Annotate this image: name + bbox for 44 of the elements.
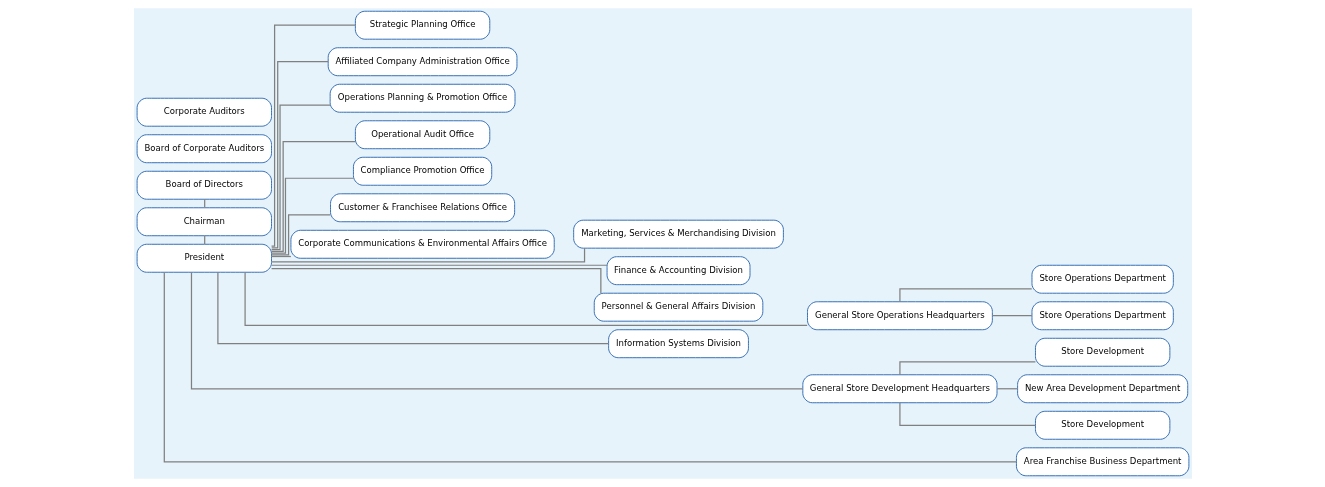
connector [270, 141, 356, 252]
connector [996, 388, 1018, 390]
connector [270, 177, 354, 254]
connector [270, 61, 329, 249]
node-box: Store Operations Department [1031, 301, 1174, 331]
node-box: Corporate Communications & Environmental Affairs Office [289, 229, 555, 259]
connector [898, 361, 1036, 376]
node-box: Marketing, Services & Merchandising Division [572, 219, 784, 249]
connector [203, 198, 205, 209]
node-box: Compliance Promotion Office [352, 156, 492, 186]
node-box: Board of Corporate Auditors [136, 134, 272, 164]
connector [163, 271, 1017, 463]
connector [270, 24, 356, 247]
node-box: Operations Planning & Promotion Office [329, 83, 515, 113]
node-box: Store Development [1034, 410, 1170, 440]
node-box: Affiliated Company Administration Office [327, 47, 517, 77]
node-box: Area Franchise Business Department [1015, 447, 1189, 477]
connector [898, 402, 1036, 426]
node-box: Strategic Planning Office [354, 10, 490, 40]
node-box: New Area Development Department [1016, 374, 1188, 404]
connector [216, 271, 609, 345]
node-box: General Store Development Headquarters [801, 374, 997, 404]
connector [270, 264, 608, 266]
connector [190, 271, 803, 390]
connector [243, 271, 808, 327]
node-box: General Store Operations Headquarters [806, 301, 993, 331]
node-box: Customer & Franchisee Relations Office [329, 193, 515, 223]
node-box: President [136, 243, 272, 273]
node-box: Store Operations Department [1031, 264, 1174, 294]
connector [991, 315, 1032, 317]
node-box: Operational Audit Office [354, 120, 490, 150]
connector [270, 104, 331, 251]
node-box: Corporate Auditors [136, 97, 272, 127]
node-box: Store Development [1034, 337, 1170, 367]
connector [270, 268, 601, 294]
node-box: Finance & Accounting Division [606, 256, 750, 286]
connector [270, 255, 292, 258]
node-box: Chairman [136, 207, 272, 237]
node-box: Personnel & General Affairs Division [593, 292, 763, 322]
connector [270, 214, 331, 256]
connector [898, 288, 1032, 303]
connector [270, 247, 585, 263]
node-box: Information Systems Division [607, 329, 749, 359]
node-box: Board of Directors [136, 170, 272, 200]
